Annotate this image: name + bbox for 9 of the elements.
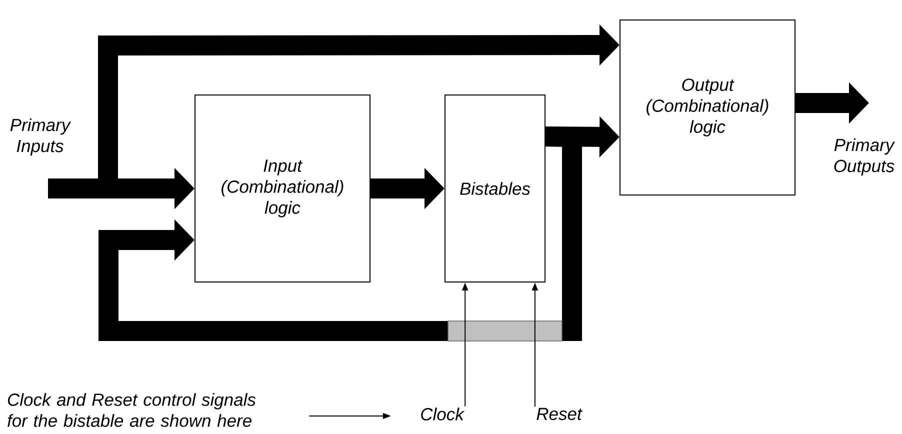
note-text: Clock and Reset control signals for the bistable are shown here	[8, 393, 256, 427]
bistables-box: Bistables	[444, 94, 546, 282]
signal-label: Reset	[536, 408, 582, 420]
logic-box: Output (Combinational) logic	[620, 20, 796, 196]
logic-box: Input (Combinational) logic	[194, 94, 370, 282]
bus-arrow	[98, 126, 582, 342]
output-label: Primary Outputs	[834, 138, 896, 176]
signal-label: Clock	[421, 408, 465, 420]
input-label: Primary Inputs	[10, 118, 72, 156]
